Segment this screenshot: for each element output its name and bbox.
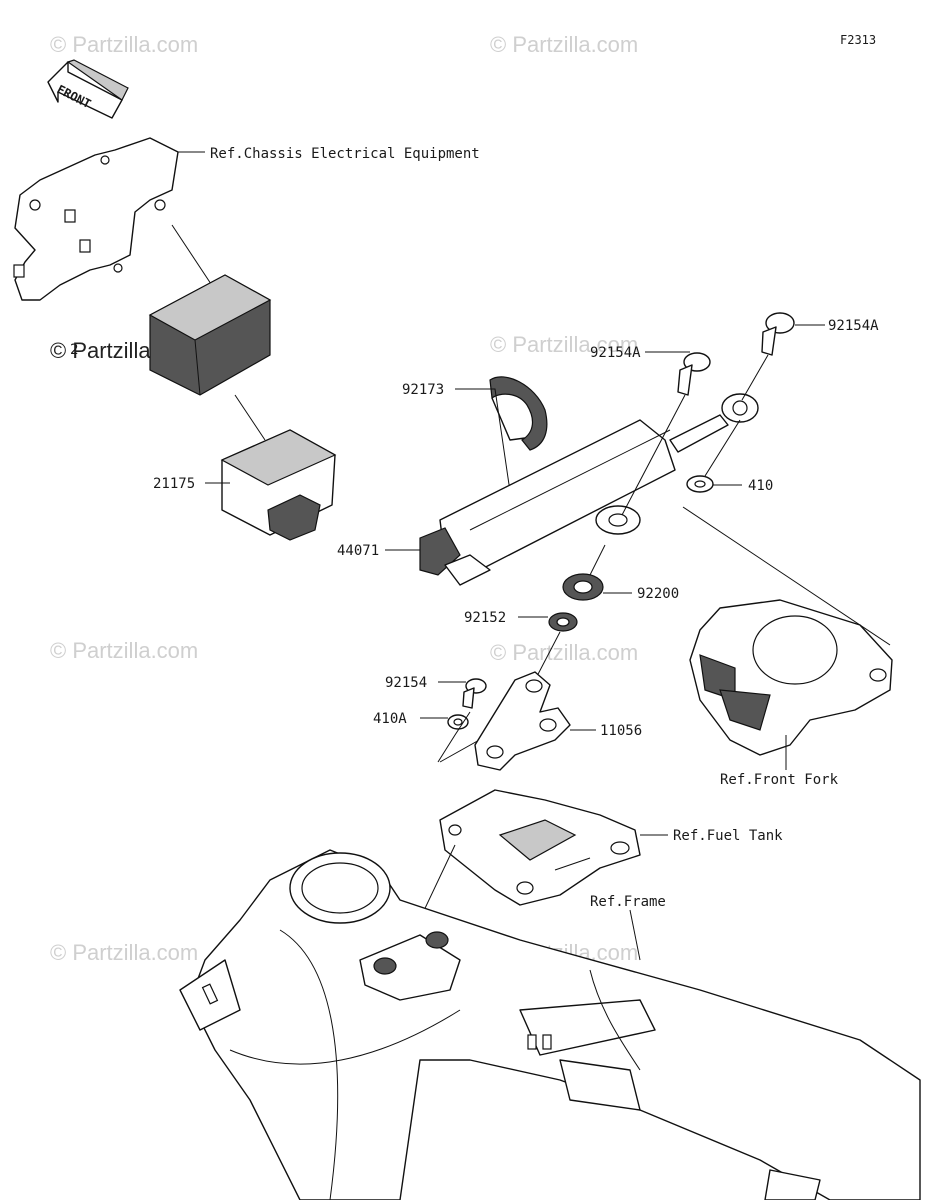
diagram-code: F2313 <box>840 33 876 47</box>
washer-410 <box>686 475 714 493</box>
clamp-92173 <box>489 376 548 451</box>
watermark: © Partzilla.com <box>490 32 638 57</box>
front-arrow-icon: FRONT <box>47 59 129 119</box>
collar-92152 <box>548 612 578 632</box>
relay-holder <box>148 274 272 396</box>
relay-21175 <box>220 429 337 541</box>
front-fork-clamp <box>689 599 893 756</box>
fuel-tank-bracket <box>439 789 641 906</box>
label-44071: 44071 <box>337 543 379 559</box>
bolt-92154A-left <box>677 352 711 396</box>
watermark: © Partzilla.com <box>50 940 198 965</box>
bolt-92154 <box>462 678 487 709</box>
label-410: 410 <box>748 478 773 494</box>
label-410A: 410A <box>373 711 407 727</box>
watermark: © Partzilla.com <box>490 332 638 357</box>
label-ref-front-fork: Ref.Front Fork <box>720 772 839 788</box>
chassis-bracket <box>13 137 179 301</box>
label-92154A-right: 92154A <box>828 318 879 334</box>
watermark: © Partzilla.com <box>490 640 638 665</box>
label-92154A-left: 92154A <box>590 345 641 361</box>
steering-damper-44071 <box>419 393 759 586</box>
label-11056: 11056 <box>600 723 642 739</box>
label-92152: 92152 <box>464 610 506 626</box>
watermark: © Partzilla.com <box>50 32 198 57</box>
washer-92200 <box>562 573 604 601</box>
label-21175: 21175 <box>153 476 195 492</box>
frame <box>179 849 921 1200</box>
bolt-92154A-right <box>761 312 795 356</box>
label-92173: 92173 <box>402 382 444 398</box>
label-92154: 92154 <box>385 675 427 691</box>
washer-410A <box>447 714 469 730</box>
label-partial: 2 <box>70 342 78 358</box>
watermark: © Partzilla.com <box>50 638 198 663</box>
label-92200: 92200 <box>637 586 679 602</box>
label-ref-fuel-tank: Ref.Fuel Tank <box>673 828 783 844</box>
label-ref-frame: Ref.Frame <box>590 894 666 910</box>
bracket-11056 <box>474 671 571 771</box>
label-ref-chassis: Ref.Chassis Electrical Equipment <box>210 146 480 162</box>
